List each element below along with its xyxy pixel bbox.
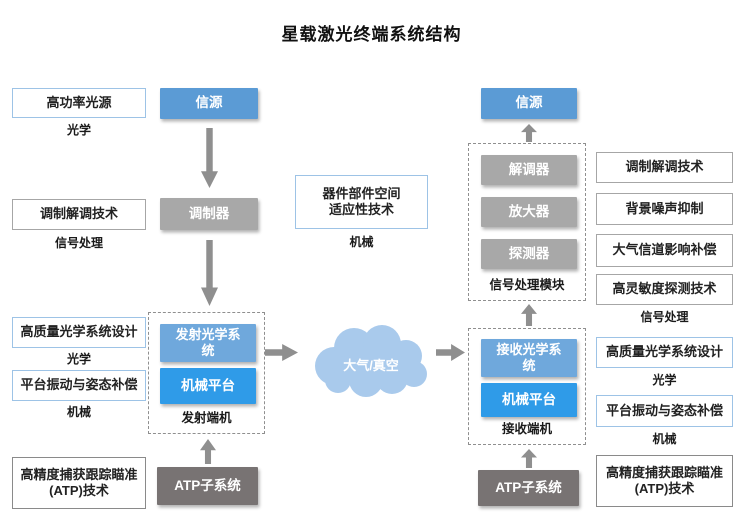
page-title: 星载激光终端系统结构 xyxy=(281,25,462,44)
node-amplifier: 放大器 xyxy=(481,197,577,227)
tech-box-modem-technology: 调制解调技术 xyxy=(12,199,146,230)
arrow-up-rx-to-dsp-icon xyxy=(521,304,537,326)
node-atp-subsystem-rx: ATP子系统 xyxy=(478,470,579,506)
node-transmit-optics: 发射光学系 统 xyxy=(160,324,256,362)
arrow-right-tx-to-channel-icon xyxy=(265,344,298,361)
tech-box-atp-technology-left: 高精度捕获跟踪瞄准 (ATP)技术 xyxy=(12,457,146,509)
tech-box-space-adaptability: 器件部件空间 适应性技术 xyxy=(295,175,428,229)
tech-box-optical-system-design-right: 高质量光学系统设计 xyxy=(596,337,733,368)
tech-box-optical-system-design: 高质量光学系统设计 xyxy=(12,317,146,348)
group-signal-processing-module: 信号处理模块 xyxy=(468,143,586,301)
node-receive-optics: 接收光学系 统 xyxy=(481,339,577,377)
category-label-mechanical-middle: 机械 xyxy=(349,235,374,249)
tech-box-atp-technology-right: 高精度捕获跟踪瞄准 (ATP)技术 xyxy=(596,455,733,507)
group-receiver-terminal: 接收端机 xyxy=(468,328,586,445)
group-label-signal-processing-module: 信号处理模块 xyxy=(489,278,565,292)
tech-box-high-sensitivity-detection: 高灵敏度探测技术 xyxy=(596,274,733,305)
node-source-tx: 信源 xyxy=(160,88,258,119)
category-label-optics-2: 光学 xyxy=(66,352,91,366)
tech-box-high-power-light-source: 高功率光源 xyxy=(12,88,146,118)
group-label-receiver: 接收端机 xyxy=(501,422,552,436)
tech-box-vibration-attitude-compensation: 平台振动与姿态补偿 xyxy=(12,370,146,401)
node-demodulator: 解调器 xyxy=(481,155,577,185)
arrow-right-channel-to-rx-icon xyxy=(436,344,465,361)
cloud-icon xyxy=(315,325,427,397)
arrow-down-source-to-modulator-icon xyxy=(201,128,218,188)
node-detector: 探测器 xyxy=(481,239,577,269)
tech-box-modem-technology-right: 调制解调技术 xyxy=(596,152,733,183)
node-modulator: 调制器 xyxy=(160,198,258,230)
arrow-down-modulator-to-tx-icon xyxy=(201,240,218,306)
arrow-up-dsp-to-source-icon xyxy=(521,124,537,142)
arrow-up-atp-to-rx-icon xyxy=(521,449,537,468)
arrow-up-atp-to-tx-icon xyxy=(200,439,216,464)
group-transmitter-terminal: 发射端机 xyxy=(148,312,265,434)
tech-box-vibration-attitude-compensation-right: 平台振动与姿态补偿 xyxy=(596,395,733,427)
node-atp-subsystem-tx: ATP子系统 xyxy=(157,467,258,505)
channel-cloud: 大气/真空 xyxy=(304,322,438,398)
group-label-transmitter: 发射端机 xyxy=(181,411,232,425)
category-label-optics: 光学 xyxy=(66,123,91,137)
category-label-signal-processing-right: 信号处理 xyxy=(640,310,689,324)
category-label-optics-right: 光学 xyxy=(652,373,677,387)
channel-label: 大气/真空 xyxy=(343,357,399,373)
tech-box-atmospheric-channel-compensation: 大气信道影响补偿 xyxy=(596,234,733,267)
node-mechanical-platform-tx: 机械平台 xyxy=(160,368,256,404)
category-label-mechanical-right: 机械 xyxy=(652,432,677,446)
node-mechanical-platform-rx: 机械平台 xyxy=(481,383,577,417)
category-label-mechanical: 机械 xyxy=(66,405,91,419)
node-source-rx: 信源 xyxy=(481,88,577,119)
tech-box-background-noise-suppression: 背景噪声抑制 xyxy=(596,193,733,225)
category-label-signal-processing: 信号处理 xyxy=(54,236,103,250)
